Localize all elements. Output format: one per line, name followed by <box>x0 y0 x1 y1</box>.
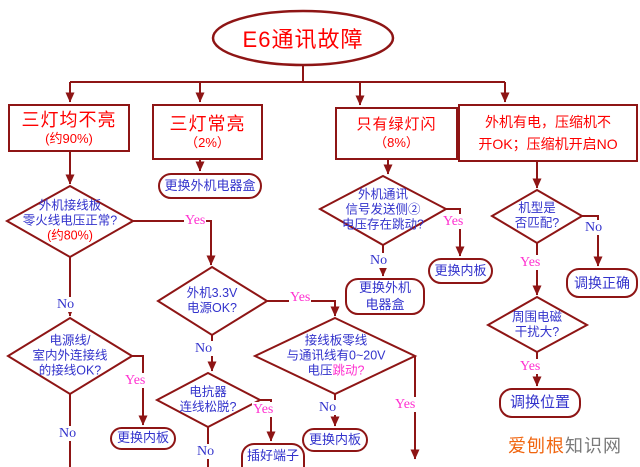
action-replace-inner-board-2: 更换内板 <box>428 258 493 284</box>
decision-line: 接线板零线 <box>304 333 368 348</box>
edge-label-no: No <box>196 444 216 460</box>
edge-label-no: No <box>56 297 76 313</box>
branch-percent: (约90%) <box>45 131 93 147</box>
branch-box-three-lights-off: 三灯均不亮 (约90%) <box>8 104 130 152</box>
action-replace-inner-board-1: 更换内板 <box>110 427 176 450</box>
action-label: 更换内板 <box>434 262 487 278</box>
action-swap-correct: 调换正确 <box>566 268 638 298</box>
action-label-line2: 电器盒 <box>365 296 405 312</box>
branch-percent: （2%） <box>185 135 230 151</box>
decision-line: 连线松脱? <box>179 400 237 414</box>
decision-line: 否匹配? <box>514 216 560 230</box>
decision-text-comm-signal-jump: 外机通讯 信号发送侧② 电压存在跳动? <box>342 188 424 233</box>
decision-line: 电抗器 <box>189 385 227 399</box>
decision-line-percent: (约80%) <box>47 228 93 243</box>
action-replace-outdoor-electric-box: 更换外机电器盒 <box>158 173 262 199</box>
connector <box>260 399 276 442</box>
action-label: 更换外机电器盒 <box>164 177 256 193</box>
edge-label-yes: Yes <box>124 373 147 389</box>
action-label: 更换内板 <box>116 430 169 446</box>
action-replace-outdoor-electric-box-2: 更换外机 电器盒 <box>345 278 425 315</box>
diamond-reactor-loose <box>154 371 263 429</box>
branch-label: 三灯常亮 <box>169 113 246 134</box>
decision-line: 信号发送侧② <box>345 202 421 217</box>
decision-text-33v-power: 外机3.3V 电源OK? <box>187 286 238 316</box>
edge-label-no: No <box>318 400 338 416</box>
edge-label-yes: Yes <box>252 402 275 418</box>
branch-box-green-light-blink: 只有绿灯闪 （8%） <box>335 107 458 160</box>
diamond-33v-power <box>156 265 269 337</box>
action-swap-position: 调换位置 <box>499 388 581 418</box>
branch-label-line2: 开OK；压缩机开启NO <box>478 136 618 152</box>
decision-line: 机型是 <box>518 201 556 215</box>
decision-text-reactor-loose: 电抗器 连线松脱? <box>180 385 237 415</box>
decision-text-power-cord-wiring: 电源线/ 室内外连接线 的接线OK? <box>32 334 107 379</box>
decision-line-part: 电压 <box>307 363 333 378</box>
watermark-rest: 知识网 <box>565 436 622 456</box>
diamond-model-match <box>490 188 584 245</box>
decision-line: 电源线/ <box>49 333 91 348</box>
branch-percent: （8%） <box>374 134 419 150</box>
decision-line: 与通讯线有0~20V <box>286 348 386 363</box>
watermark: 爱刨根知识网 <box>508 432 622 458</box>
connector <box>446 208 465 257</box>
decision-line: 的接线OK? <box>38 363 102 378</box>
action-label: 调换位置 <box>509 394 570 412</box>
edge-label-yes: Yes <box>442 214 465 230</box>
decision-diamonds <box>4 174 590 429</box>
edge-label-no: No <box>194 341 214 357</box>
decision-line: 电压存在跳动? <box>342 217 424 232</box>
diamond-comm-signal-jump <box>317 174 449 247</box>
edge-label-no: No <box>369 253 389 269</box>
branch-label: 三灯均不亮 <box>21 109 117 130</box>
decision-line: 外机3.3V <box>186 286 238 300</box>
action-plug-terminal: 插好端子 <box>241 443 305 467</box>
edge-label-yes: Yes <box>519 255 542 271</box>
connector <box>582 215 603 267</box>
decision-text-model-match: 机型是 否匹配? <box>515 201 559 231</box>
branch-box-three-lights-on: 三灯常亮 （2%） <box>152 104 263 160</box>
decision-line: 室内外连接线 <box>32 348 108 363</box>
diamond-terminal-voltage-jump <box>252 316 418 396</box>
edge-label-no: No <box>584 220 604 236</box>
decision-text-outdoor-wiring-voltage: 外机接线板 零火线电压正常? (约80%) <box>23 199 117 244</box>
action-label-line1: 更换外机 <box>358 279 411 295</box>
action-label: 调换正确 <box>574 274 630 291</box>
decision-line: 外机通讯 <box>357 187 409 202</box>
action-replace-inner-board-3: 更换内板 <box>302 428 368 452</box>
decision-line-part-highlight: 跳动? <box>332 363 365 378</box>
edge-label-no: No <box>58 426 78 442</box>
watermark-highlight: 爱刨根 <box>508 436 565 456</box>
decision-line: 零火线电压正常? <box>22 213 118 228</box>
edge-label-yes: Yes <box>519 359 542 375</box>
connector <box>132 355 148 426</box>
decision-text-terminal-voltage-jump: 接线板零线 与通讯线有0~20V 电压跳动? <box>287 334 386 379</box>
flowchart-title: E6通讯故障 <box>242 27 364 52</box>
branch-box-compressor-state: 外机有电，压缩机不 开OK；压缩机开启NO <box>458 104 638 162</box>
action-label: 插好端子 <box>246 447 299 463</box>
edge-label-yes: Yes <box>184 213 207 229</box>
decision-line: 干扰大? <box>514 325 560 339</box>
edge-label-yes: Yes <box>289 290 312 306</box>
decision-line: 外机接线板 <box>38 198 102 213</box>
connector <box>133 220 216 266</box>
diamond-power-cord-wiring <box>6 316 134 396</box>
decision-text-emi: 周围电磁 干扰大? <box>512 310 562 340</box>
diamond-outdoor-wiring-voltage <box>4 184 136 259</box>
branch-label-line1: 外机有电，压缩机不 <box>485 113 611 130</box>
decision-line: 周围电磁 <box>511 310 563 324</box>
diamond-emi <box>485 295 590 354</box>
action-label: 更换内板 <box>308 431 361 447</box>
decision-line-mixed: 电压跳动? <box>287 364 386 379</box>
branch-label: 只有绿灯闪 <box>356 116 437 133</box>
edge-label-yes: Yes <box>394 397 417 413</box>
decision-line: 电源OK? <box>186 301 237 315</box>
